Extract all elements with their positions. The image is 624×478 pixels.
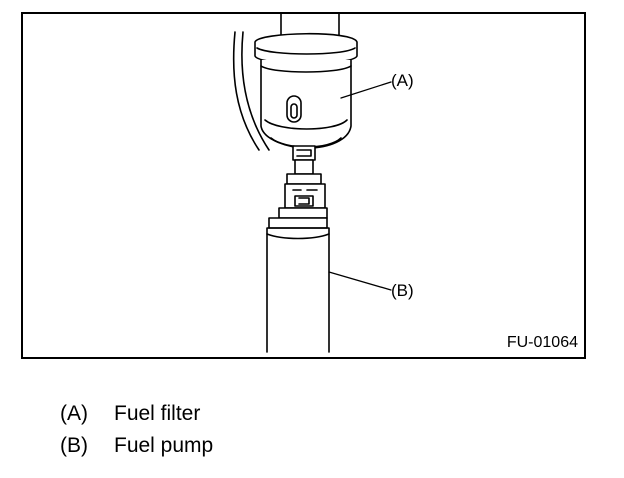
callout-a-label: (A) xyxy=(391,71,414,90)
legend-letter: (B) xyxy=(60,434,88,457)
callout-b-label: (B) xyxy=(391,281,414,300)
fuel-pump-illustration xyxy=(232,14,392,353)
fuel-hose-2 xyxy=(241,31,270,151)
connector-pipe xyxy=(278,145,328,219)
figure-code: FU-01064 xyxy=(506,334,578,351)
fuel-hose-1 xyxy=(232,31,260,151)
legend-item-fuel-pump: (B) Fuel pump xyxy=(60,430,213,462)
fuel-pump xyxy=(266,217,330,353)
fuel-filter xyxy=(254,32,358,149)
legend-letter: (A) xyxy=(60,402,88,425)
figure-frame: (A) (B) FU-01064 xyxy=(21,12,586,359)
legend: (A) Fuel filter (B) Fuel pump xyxy=(60,398,213,462)
legend-text: Fuel pump xyxy=(114,434,214,457)
legend-item-fuel-filter: (A) Fuel filter xyxy=(60,398,213,430)
callout-a-leader xyxy=(340,81,392,99)
legend-text: Fuel filter xyxy=(114,402,201,425)
callout-b-leader xyxy=(328,271,392,291)
